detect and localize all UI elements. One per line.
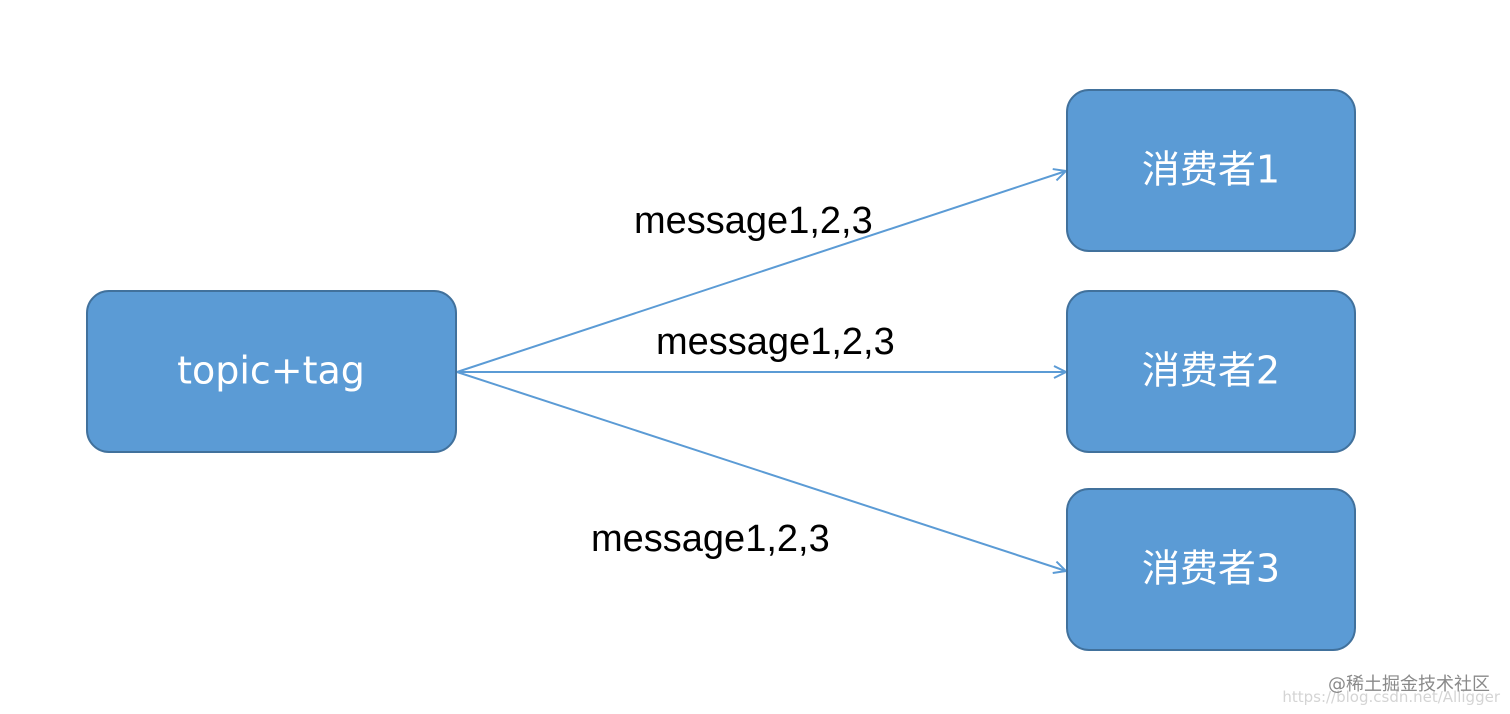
consumer-node-3-box <box>1066 488 1356 651</box>
consumer-node-1-label: 消费者1 <box>1142 148 1280 192</box>
edge-to-consumer-3 <box>456 371 1066 571</box>
edge-label-3: message1,2,3 <box>591 518 830 560</box>
consumer-node-1: 消费者1 <box>1066 89 1356 252</box>
edges <box>456 171 1066 571</box>
edge-label-1: message1,2,3 <box>634 200 873 242</box>
watermark-brand: @稀土掘金技术社区 <box>1328 674 1490 695</box>
source-node-label: topic+tag <box>177 349 365 393</box>
edge-labels: message1,2,3 message1,2,3 message1,2,3 <box>591 200 895 560</box>
edge-label-2: message1,2,3 <box>656 321 895 363</box>
consumer-node-2-label: 消费者2 <box>1142 349 1280 393</box>
consumer-node-1-box <box>1066 89 1356 252</box>
consumer-node-3: 消费者3 <box>1066 488 1356 651</box>
consumer-node-2: 消费者2 <box>1066 290 1356 453</box>
watermark-url: https://blog.csdn.net/Alligger <box>1282 688 1500 706</box>
consumer-node-3-label: 消费者3 <box>1142 547 1280 591</box>
source-node-box <box>86 290 457 453</box>
consumer-node-2-box <box>1066 290 1356 453</box>
watermark: https://blog.csdn.net/Alligger @稀土掘金技术社区 <box>1282 674 1500 706</box>
source-node: topic+tag <box>86 290 457 453</box>
edge-to-consumer-1 <box>456 171 1066 373</box>
